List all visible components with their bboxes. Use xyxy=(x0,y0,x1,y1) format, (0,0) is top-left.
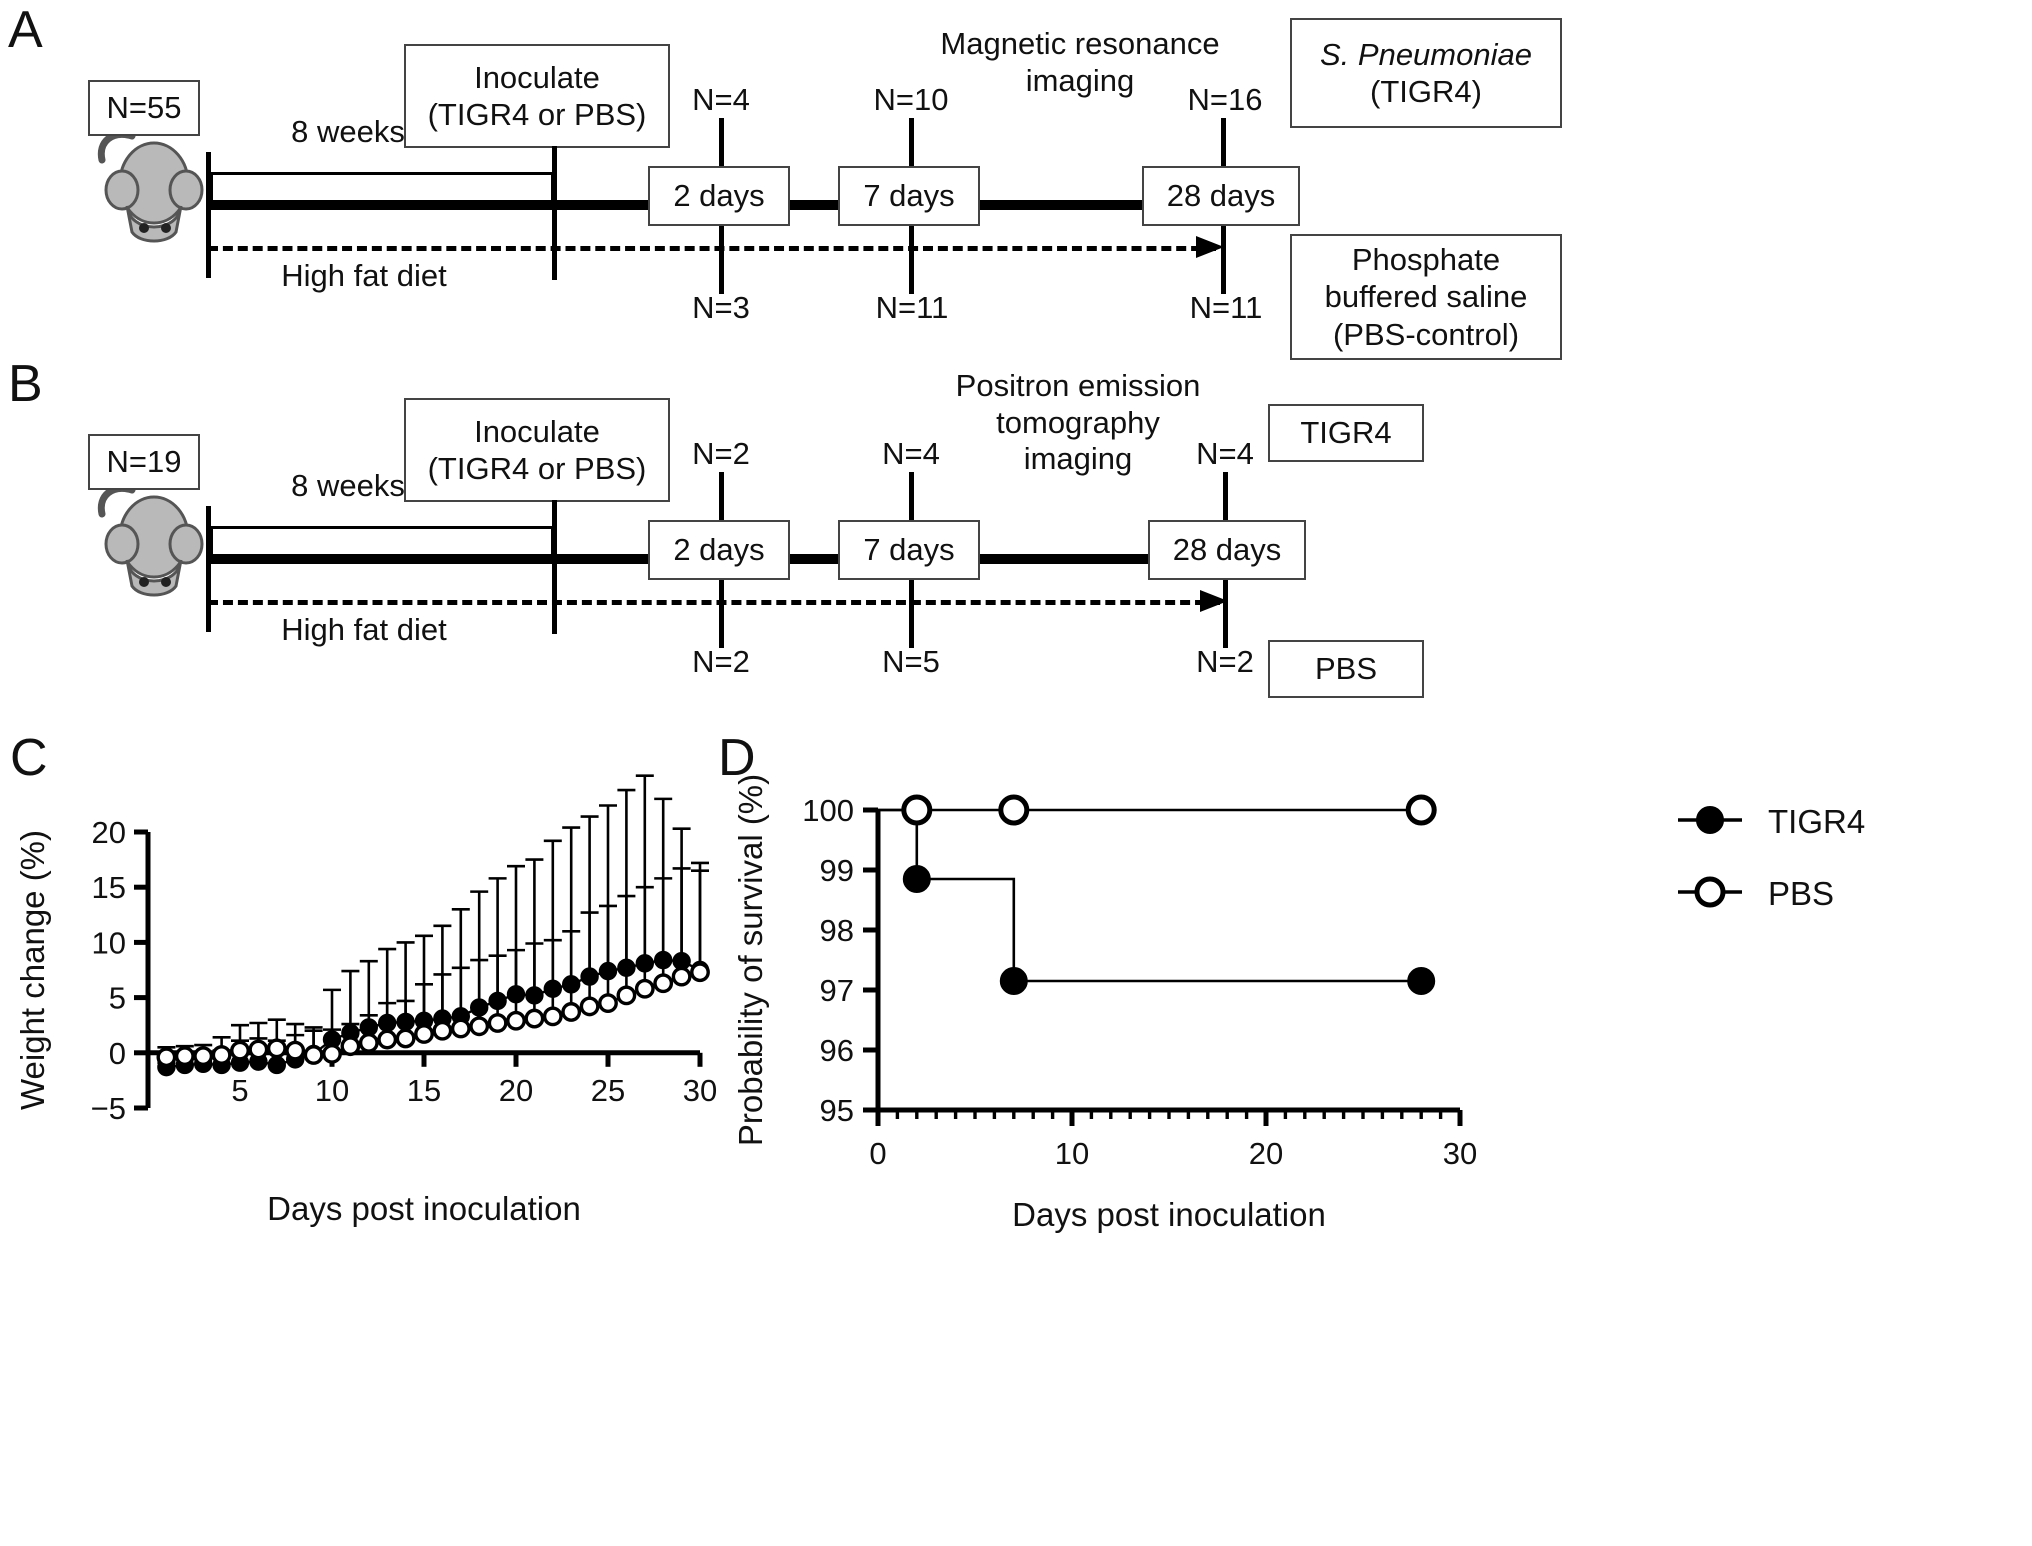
panel-b-diet-arrowhead xyxy=(1200,590,1228,612)
panel-b-inoculate-line1: Inoculate xyxy=(474,413,600,449)
panel-a-group-bottom-line2: buffered saline xyxy=(1324,279,1528,315)
svg-text:20: 20 xyxy=(499,1073,533,1108)
svg-text:95: 95 xyxy=(820,1093,854,1128)
panel-a-timepoint-2days: 2 days xyxy=(648,166,790,226)
panel-b-n-bottom-28days: N=2 xyxy=(1196,644,1254,679)
panel-a-timepoint-7days: 7 days xyxy=(838,166,980,226)
svg-text:Days post inoculation: Days post inoculation xyxy=(267,1190,581,1227)
svg-text:30: 30 xyxy=(683,1073,717,1108)
panel-b-diet-bracket xyxy=(210,526,554,560)
panel-b-timepoint-2days: 2 days xyxy=(648,520,790,580)
panel-a-imaging-label: Magnetic resonance imaging xyxy=(930,26,1230,99)
svg-text:10: 10 xyxy=(315,1073,349,1108)
panel-a-diet-bracket-label: 8 weeks xyxy=(291,114,405,149)
panel-letter-b: B xyxy=(8,355,43,413)
panel-a-n-bottom-28days: N=11 xyxy=(1189,290,1263,325)
panel-b-n-bottom-2days: N=2 xyxy=(692,644,750,679)
svg-text:TIGR4: TIGR4 xyxy=(1768,803,1865,840)
panel-a-n-bottom-7days: N=11 xyxy=(875,290,949,325)
panel-a-imaging-line1: Magnetic resonance xyxy=(940,26,1220,61)
panel-a-start-tick xyxy=(206,152,211,278)
panel-b-diet-dashed-line xyxy=(208,600,1220,605)
svg-text:10: 10 xyxy=(1055,1136,1089,1171)
panel-a-inoculate-line2: (TIGR4 or PBS) xyxy=(427,97,647,132)
panel-a-diet-bracket xyxy=(210,172,554,206)
panel-b-diet-bracket-label: 8 weeks xyxy=(291,468,405,503)
panel-b-imaging-label: Positron emission tomography imaging xyxy=(928,368,1228,478)
svg-text:96: 96 xyxy=(820,1033,854,1068)
svg-text:Probability of survival (%): Probability of survival (%) xyxy=(732,774,769,1146)
panel-b-n-top-28days: N=4 xyxy=(1196,436,1254,471)
svg-text:30: 30 xyxy=(1443,1136,1477,1171)
panel-b-n-top-7days: N=4 xyxy=(882,436,940,471)
svg-text:99: 99 xyxy=(820,853,854,888)
panel-letter-c: C xyxy=(10,729,48,787)
panel-a-n-top-7days: N=10 xyxy=(873,82,949,117)
panel-b-group-top-box: TIGR4 xyxy=(1268,404,1424,462)
svg-text:15: 15 xyxy=(407,1073,441,1108)
panel-b-group-bottom-box: PBS xyxy=(1268,640,1424,698)
panel-a-group-bottom-line3: (PBS-control) xyxy=(1332,316,1520,352)
svg-text:−5: −5 xyxy=(91,1091,126,1126)
panel-b-imaging-line2: tomography xyxy=(996,404,1160,440)
panel-a-imaging-line2: imaging xyxy=(1025,62,1135,98)
panel-letter-a: A xyxy=(8,1,43,59)
panel-b-cohort-box: N=19 xyxy=(88,434,200,490)
panel-a-group-top-box: S. Pneumoniae (TIGR4) xyxy=(1290,18,1562,128)
svg-text:0: 0 xyxy=(109,1036,126,1071)
svg-text:15: 15 xyxy=(92,870,126,905)
panel-b-imaging-line1: Positron emission xyxy=(955,368,1201,403)
svg-text:20: 20 xyxy=(92,815,126,850)
svg-text:5: 5 xyxy=(231,1073,248,1108)
svg-text:25: 25 xyxy=(591,1073,625,1108)
panel-a-n-bottom-2days: N=3 xyxy=(692,290,750,325)
svg-text:Days post inoculation: Days post inoculation xyxy=(1012,1196,1326,1233)
panel-a-cohort-box: N=55 xyxy=(88,80,200,136)
panel-a-group-top-line2: (TIGR4) xyxy=(1370,74,1482,109)
panel-b-diet-label: High fat diet xyxy=(281,612,447,647)
svg-text:20: 20 xyxy=(1249,1136,1283,1171)
svg-text:0: 0 xyxy=(869,1136,886,1171)
panel-a-n-top-28days: N=16 xyxy=(1187,82,1263,117)
panel-b-n-bottom-7days: N=5 xyxy=(882,644,940,679)
panel-b-timepoint-7days: 7 days xyxy=(838,520,980,580)
svg-text:97: 97 xyxy=(820,973,854,1008)
svg-text:Weight change (%): Weight change (%) xyxy=(14,830,51,1110)
panel-a-inoculate-stem xyxy=(552,146,557,280)
panel-a-inoculate-box: Inoculate (TIGR4 or PBS) xyxy=(404,44,670,148)
panel-a-group-bottom-line1: Phosphate xyxy=(1351,242,1501,278)
svg-text:98: 98 xyxy=(820,913,854,948)
svg-text:10: 10 xyxy=(92,925,126,960)
panel-a-diet-label: High fat diet xyxy=(281,258,447,293)
panel-a-diet-dashed-line xyxy=(208,246,1216,251)
panel-a-inoculate-line1: Inoculate xyxy=(474,59,600,95)
svg-text:PBS: PBS xyxy=(1768,875,1834,912)
panel-b-n-top-2days: N=2 xyxy=(692,436,750,471)
panel-b-timepoint-28days: 28 days xyxy=(1148,520,1306,580)
panel-b-imaging-line3: imaging xyxy=(1023,441,1133,477)
mouse-icon xyxy=(92,128,217,248)
panel-a-group-top-line1: S. Pneumoniae xyxy=(1320,36,1532,72)
panel-b-inoculate-box: Inoculate (TIGR4 or PBS) xyxy=(404,398,670,502)
panel-a-n-top-2days: N=4 xyxy=(692,82,750,117)
panel-a-group-bottom-box: Phosphate buffered saline (PBS-control) xyxy=(1290,234,1562,360)
panel-letter-d: D xyxy=(718,729,756,787)
panel-a-timepoint-28days: 28 days xyxy=(1142,166,1300,226)
svg-text:100: 100 xyxy=(802,793,854,828)
panel-b-inoculate-line2: (TIGR4 or PBS) xyxy=(427,451,647,486)
panel-b-start-tick xyxy=(206,506,211,632)
panel-b-inoculate-stem xyxy=(552,500,557,634)
mouse-icon-b xyxy=(92,482,217,602)
panel-a-diet-arrowhead xyxy=(1196,236,1224,258)
svg-text:5: 5 xyxy=(109,981,126,1016)
